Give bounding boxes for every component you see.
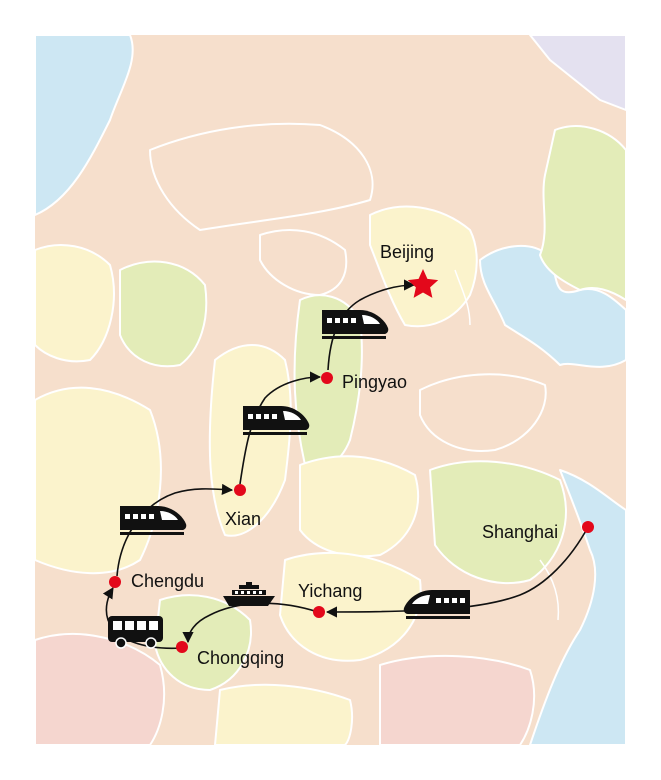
city-labels: Beijing Pingyao Xian Chengdu Chongqing Y…: [131, 242, 558, 668]
city-dot-yichang: [313, 606, 325, 618]
city-label-xian: Xian: [225, 509, 261, 529]
capital-star-icon: [407, 269, 439, 298]
route-shanghai-yichang: [325, 526, 589, 618]
city-label-pingyao: Pingyao: [342, 372, 407, 392]
city-label-shanghai: Shanghai: [482, 522, 558, 542]
city-dot-chengdu: [109, 576, 121, 588]
city-dot-chongqing: [176, 641, 188, 653]
city-markers: [109, 269, 594, 653]
city-label-yichang: Yichang: [298, 581, 362, 601]
city-dot-shanghai: [582, 521, 594, 533]
route-xian-pingyao: [239, 371, 322, 485]
city-label-beijing: Beijing: [380, 242, 434, 262]
route-chengdu-xian: [116, 483, 234, 577]
city-dot-pingyao: [321, 372, 333, 384]
route-yichang-chongqing: [182, 602, 319, 644]
city-dot-xian: [234, 484, 246, 496]
city-label-chongqing: Chongqing: [197, 648, 284, 668]
city-label-chengdu: Chengdu: [131, 571, 204, 591]
route-pingyao-beijing: [327, 279, 416, 371]
